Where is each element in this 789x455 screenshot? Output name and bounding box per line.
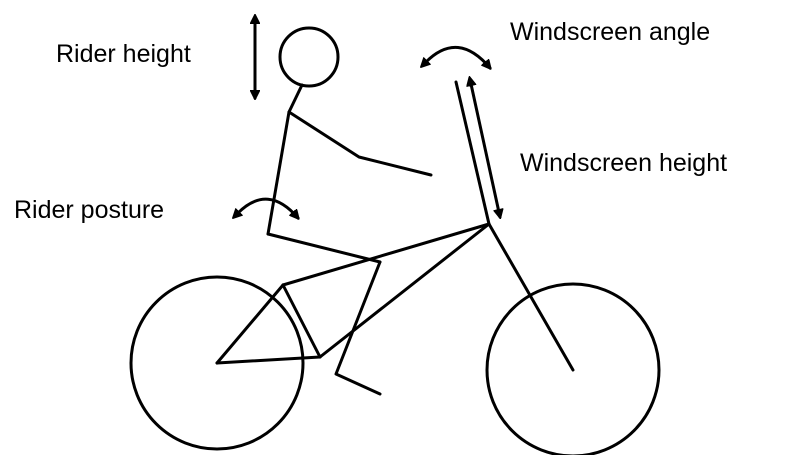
seat-stay xyxy=(217,285,283,363)
rider-thigh xyxy=(268,234,380,262)
windscreen-angle-label: Windscreen angle xyxy=(510,20,710,45)
rider-height-label: Rider height xyxy=(56,42,191,67)
windscreen-angle-arrow xyxy=(426,47,490,68)
rider-arm xyxy=(289,112,431,175)
rider-torso xyxy=(268,112,289,234)
head-tube xyxy=(456,82,489,224)
down-tube xyxy=(320,224,489,357)
rider-neck xyxy=(289,85,302,112)
rider-posture-label: Rider posture xyxy=(14,198,164,223)
windscreen-height-arrow xyxy=(471,84,500,217)
rider-head xyxy=(280,28,338,86)
rider-posture-arrow xyxy=(238,199,298,218)
top-tube xyxy=(283,224,489,285)
chain-stay xyxy=(217,357,320,363)
windscreen-height-label: Windscreen height xyxy=(520,151,727,176)
fork xyxy=(489,224,573,370)
